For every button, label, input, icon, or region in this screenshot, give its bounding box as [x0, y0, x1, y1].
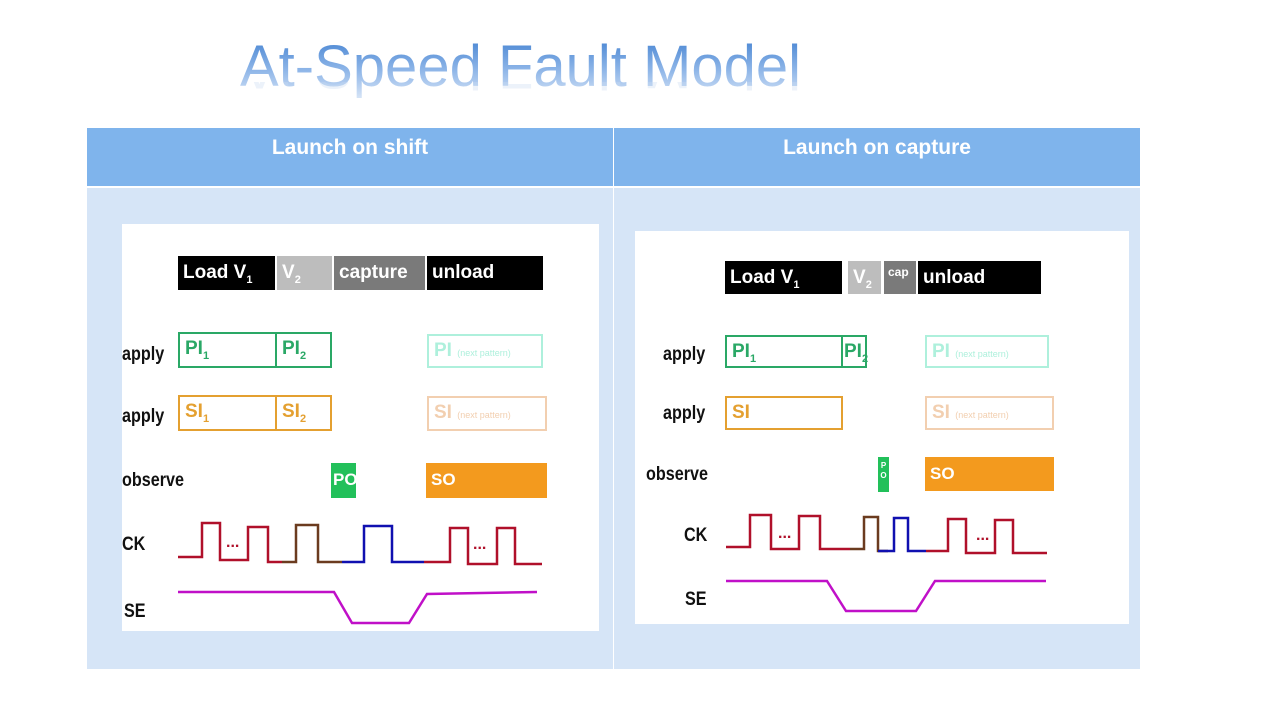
los-ck-label: CK [122, 534, 146, 555]
loc-ck-shift-pulses [726, 513, 850, 551]
los-si-next-box: SI (next pattern) [427, 396, 547, 431]
loc-ck-capture-pulse [878, 516, 926, 553]
header-launch-on-shift: Launch on shift [87, 128, 613, 186]
loc-v2-sub: 2 [865, 278, 872, 291]
loc-unload-bar: unload [918, 261, 1041, 294]
loc-pi1-sub: 1 [749, 352, 757, 365]
los-ck-capture-pulse [342, 524, 424, 564]
loc-cap-bar: cap [884, 261, 916, 294]
loc-si-next-label: SI [932, 402, 950, 423]
los-ck-ellipsis-2: ... [473, 536, 486, 553]
los-pi2-sub: 2 [299, 349, 307, 362]
loc-load-sub: 1 [793, 278, 800, 291]
loc-pi1-label: PI [732, 341, 750, 362]
slide-title-reflection: At-Speed Fault Model [240, 82, 801, 100]
los-capture-bar: capture [334, 256, 425, 290]
los-load-sub: 1 [246, 273, 253, 286]
los-ck-unload-pulses [424, 526, 542, 566]
los-si1-sub: 1 [202, 412, 210, 425]
loc-ck-label: CK [684, 525, 708, 546]
loc-load-v1-bar: Load V1 [725, 261, 842, 294]
slide-title: At-Speed Fault Model [240, 34, 801, 99]
loc-po-letter-2: O [880, 471, 887, 480]
loc-pi-next-box: PI (next pattern) [925, 335, 1049, 368]
los-timing-diagram: Load V1 V2 capture unload apply apply ob… [122, 224, 599, 631]
loc-load-label: Load V [730, 267, 794, 288]
los-waveforms: ... ... [178, 521, 542, 625]
los-v2-bar: V2 [277, 256, 332, 290]
los-observe-label: observe [122, 470, 184, 491]
loc-se-waveform [726, 579, 1046, 613]
loc-waveforms: ... ... [726, 513, 1047, 613]
los-pi-next-box: PI (next pattern) [427, 334, 543, 368]
los-so-block: SO [426, 463, 547, 498]
los-se-waveform [178, 590, 538, 625]
header-launch-on-capture: Launch on capture [614, 128, 1140, 186]
loc-pi2-sub: 2 [861, 352, 869, 365]
loc-ck-launch-pulse [850, 515, 888, 553]
los-pi1-label: PI [185, 338, 203, 359]
los-ck-launch-pulse [282, 523, 342, 564]
loc-pi-next-label: PI [932, 341, 950, 362]
loc-si-box: SI [725, 396, 843, 430]
los-pi-next-label: PI [434, 340, 452, 361]
loc-ck-ellipsis-1: ... [778, 525, 791, 542]
los-unload-bar: unload [427, 256, 543, 290]
los-si2-label: SI [282, 401, 300, 422]
loc-si-next-box: SI (next pattern) [925, 396, 1054, 430]
los-pi2-box: PI2 [275, 332, 332, 368]
los-ck-ellipsis-1: ... [226, 534, 239, 551]
los-si1-label: SI [185, 401, 203, 422]
los-ck-shift-pulses [178, 521, 282, 564]
los-si-next-label: SI [434, 402, 452, 423]
los-apply-si-label: apply [122, 406, 165, 427]
los-si2-sub: 2 [299, 412, 307, 425]
loc-timing-diagram: Load V1 V2 cap unload apply apply observ… [635, 231, 1129, 624]
loc-pi-next-note: (next pattern) [955, 349, 1009, 359]
los-pi1-sub: 1 [202, 349, 210, 362]
los-load-label: Load V [183, 262, 247, 283]
loc-v2-label: V [853, 267, 866, 288]
los-si2-box: SI2 [275, 395, 332, 431]
loc-apply-si-label: apply [663, 403, 706, 424]
loc-si-next-note: (next pattern) [955, 410, 1009, 420]
loc-ck-unload-pulses [926, 517, 1047, 555]
loc-so-block: SO [925, 457, 1054, 491]
los-v2-label: V [282, 262, 295, 283]
los-pi2-label: PI [282, 338, 300, 359]
loc-v2-bar: V2 [848, 261, 881, 294]
loc-pi2-box: PI2 [841, 335, 869, 368]
loc-apply-pi-label: apply [663, 344, 706, 365]
los-apply-pi-label: apply [122, 344, 165, 365]
los-pi-next-note: (next pattern) [457, 348, 511, 358]
loc-po-letter-1: P [880, 461, 887, 470]
loc-observe-label: observe [646, 464, 708, 485]
loc-pi2-label: PI [844, 341, 862, 362]
los-si-next-note: (next pattern) [457, 410, 511, 420]
los-po-block: PO [331, 463, 358, 498]
los-load-v1-bar: Load V1 [178, 256, 275, 290]
los-se-label: SE [124, 601, 146, 622]
loc-se-label: SE [685, 589, 707, 610]
los-v2-sub: 2 [294, 273, 301, 286]
loc-ck-ellipsis-2: ... [976, 527, 989, 544]
